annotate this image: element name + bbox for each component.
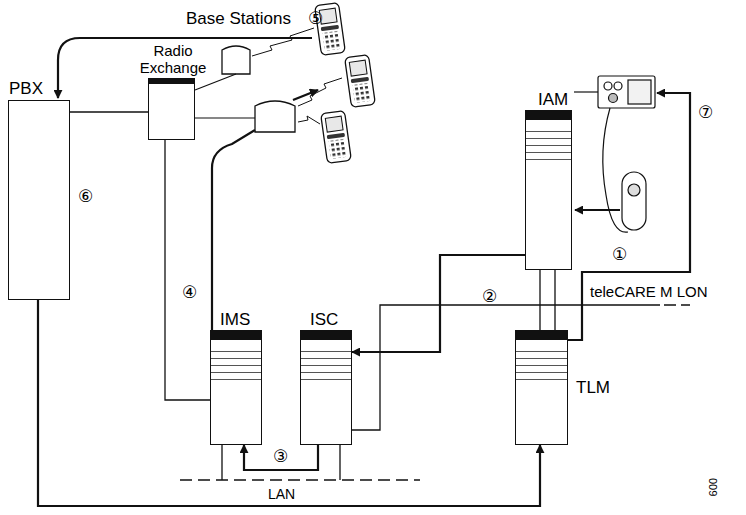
base-station xyxy=(222,46,250,74)
group-label: Base Stations xyxy=(186,10,291,28)
handset-phone xyxy=(321,111,352,164)
callout-number: ③ xyxy=(273,448,288,466)
iam-unit: IAM xyxy=(525,110,572,270)
node-label: ISC xyxy=(310,311,338,328)
callout-number: ⑥ xyxy=(78,188,93,206)
connector xyxy=(38,300,540,506)
ims-unit: IMS xyxy=(210,330,262,445)
node-label: TLM xyxy=(576,379,610,396)
bus-label: teleCARE M LON xyxy=(590,283,708,301)
base-station xyxy=(255,101,295,132)
radio-cable xyxy=(195,74,255,118)
call-pendant xyxy=(603,108,646,232)
node-label: Radio Exchange xyxy=(137,42,209,76)
node-label: IAM xyxy=(538,91,568,108)
handset-phone xyxy=(345,55,376,108)
callout-number: ② xyxy=(482,288,497,306)
callout-number: ⑤ xyxy=(308,10,323,28)
lan-bus xyxy=(180,445,420,480)
connector xyxy=(70,111,148,112)
call-panel xyxy=(574,76,655,108)
signal-arrow xyxy=(575,209,620,211)
connector xyxy=(165,140,210,400)
node-label: IMS xyxy=(220,311,250,328)
connector xyxy=(244,445,318,470)
callout-number: ① xyxy=(612,246,627,264)
radio-exchange: Radio Exchange xyxy=(148,78,195,140)
callout-number: ④ xyxy=(182,284,197,302)
isc-unit: ISC xyxy=(300,330,352,445)
figure-number: 009 xyxy=(704,478,722,496)
connector xyxy=(352,255,525,352)
callout-number: ⑦ xyxy=(698,104,713,122)
tlm-unit: TLM xyxy=(515,330,568,445)
bus-label: LAN xyxy=(268,485,295,503)
signal-arrow xyxy=(212,130,255,330)
node-label: PBX xyxy=(9,80,43,97)
pbx-box: PBX xyxy=(8,100,70,300)
signal-arrow xyxy=(568,93,690,340)
radio-link xyxy=(252,28,342,124)
signal-arrow xyxy=(293,90,318,100)
